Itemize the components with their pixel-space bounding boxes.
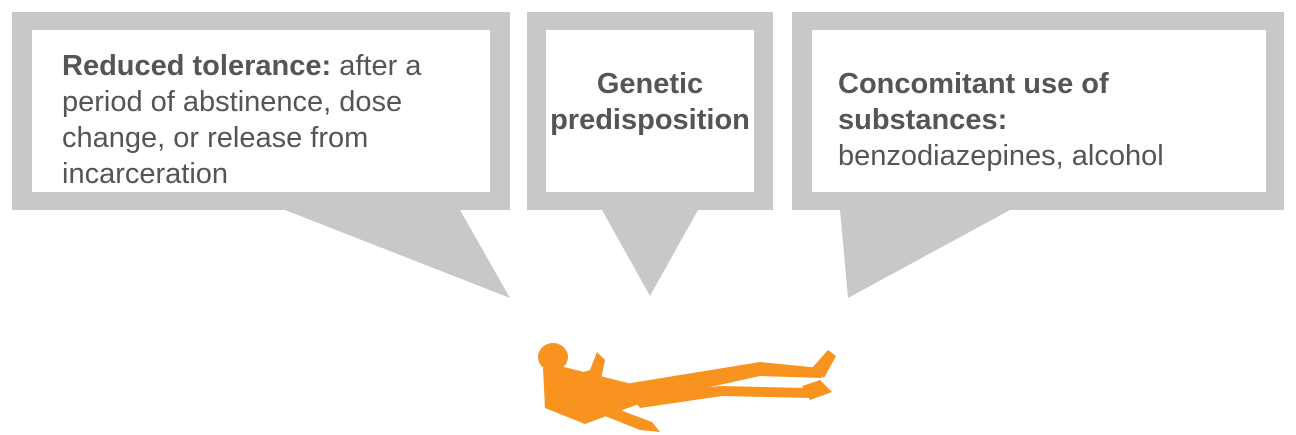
- callout-left-text: Reduced tolerance: after a period of abs…: [62, 48, 502, 192]
- callout-left-shape: [12, 12, 510, 298]
- callout-right-heading: Concomitant use of substances:: [838, 68, 1109, 136]
- person-lying-down-icon: [538, 343, 836, 432]
- callout-right-shape: [792, 12, 1284, 298]
- callout-left-body: after a period of abstinence, dose chang…: [62, 50, 422, 190]
- callout-middle-heading-line1: Genetic: [596, 68, 704, 100]
- callout-right-body: benzodiazepines, alcohol: [838, 140, 1164, 172]
- callout-middle-text: Genetic predisposition: [545, 66, 755, 138]
- callout-middle-heading-line2: predisposition: [550, 104, 750, 136]
- callout-middle-shape: [527, 12, 773, 296]
- callout-left-heading: Reduced tolerance:: [62, 50, 332, 82]
- callout-right-text: Concomitant use of substances: benzodiaz…: [838, 66, 1278, 174]
